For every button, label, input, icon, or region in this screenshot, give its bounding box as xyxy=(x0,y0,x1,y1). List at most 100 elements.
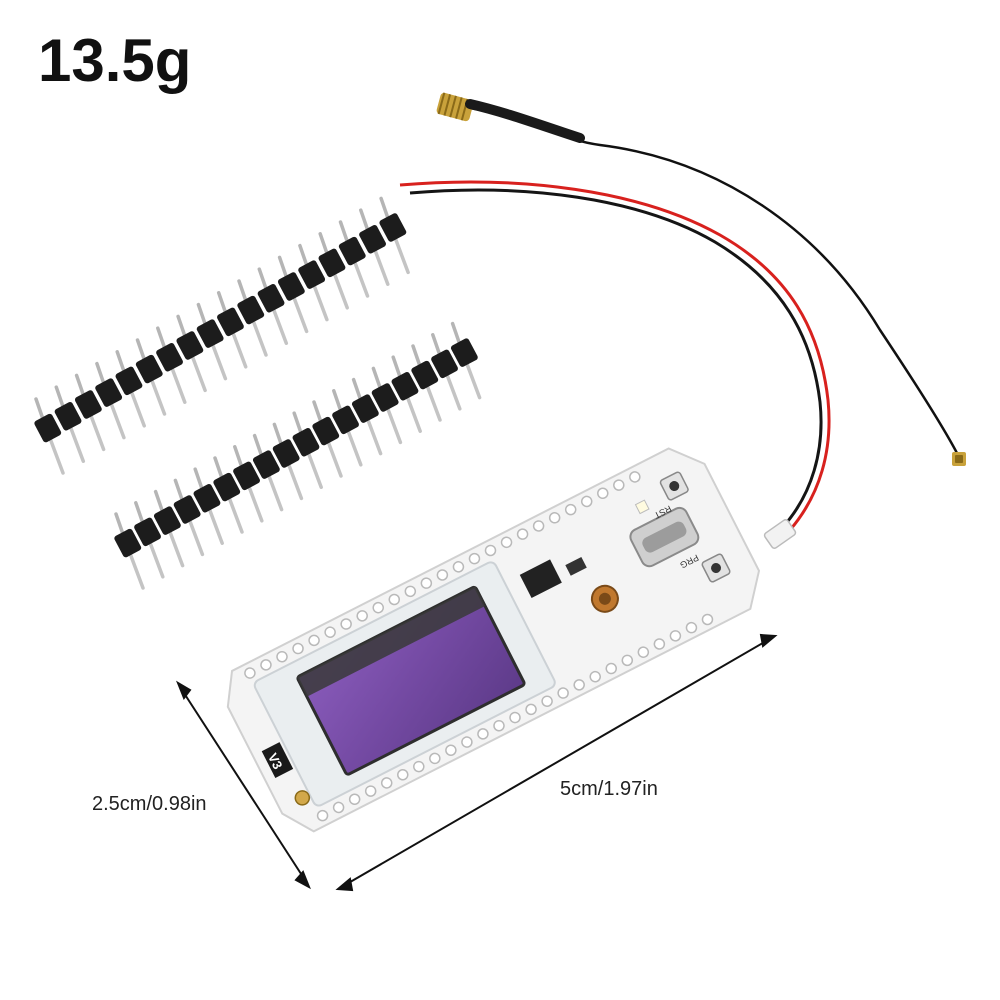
header-pin xyxy=(173,478,205,557)
header-pin xyxy=(74,373,106,452)
header-pin xyxy=(450,321,482,400)
gpio-hole xyxy=(516,528,529,540)
header-pin xyxy=(332,389,363,467)
gpio-holes-bottom xyxy=(316,613,714,822)
gpio-hole xyxy=(420,577,433,589)
header-pin xyxy=(292,411,323,489)
lora-board: V3 RST PRG xyxy=(226,447,761,833)
header-pin xyxy=(431,333,462,411)
main-chip xyxy=(519,559,562,599)
gpio-hole xyxy=(629,471,641,483)
pin-header-strip-top xyxy=(34,196,410,475)
gpio-hole xyxy=(452,561,465,573)
gpio-hole xyxy=(244,667,256,679)
status-led xyxy=(634,499,650,515)
gpio-hole xyxy=(413,760,425,773)
header-pin xyxy=(351,377,383,456)
gpio-hole xyxy=(404,585,417,598)
gpio-hole xyxy=(500,536,513,549)
version-mark: V3 xyxy=(265,751,286,772)
gpio-hole xyxy=(541,695,553,707)
gpio-holes-top xyxy=(244,471,641,679)
header-pin xyxy=(95,361,126,440)
gpio-hole xyxy=(484,544,497,557)
gpio-hole xyxy=(493,719,505,732)
header-pin xyxy=(252,433,284,512)
header-pin xyxy=(257,267,289,345)
gpio-hole xyxy=(509,711,521,724)
gpio-hole xyxy=(445,744,457,756)
gpio-hole xyxy=(332,801,345,814)
header-pin xyxy=(156,326,187,404)
weight-label: 13.5g xyxy=(38,27,192,94)
gpio-hole xyxy=(276,650,288,663)
battery-cable xyxy=(399,180,831,549)
gpio-hole xyxy=(653,638,666,650)
gpio-hole xyxy=(397,769,409,781)
header-pin xyxy=(196,302,228,381)
gpio-hole xyxy=(564,503,577,516)
gpio-hole xyxy=(364,785,377,797)
gpio-hole xyxy=(324,626,336,638)
gpio-hole xyxy=(388,593,401,606)
gpio-hole xyxy=(597,487,609,500)
header-pin xyxy=(338,220,370,298)
header-pin xyxy=(134,501,165,579)
gpio-hole xyxy=(532,520,545,532)
gpio-hole xyxy=(348,793,361,806)
gpio-hole xyxy=(701,613,714,626)
gpio-hole xyxy=(260,659,272,671)
width-dimension-label: 2.5cm/0.98in xyxy=(92,793,207,815)
gpio-hole xyxy=(580,495,593,508)
gpio-hole xyxy=(308,634,320,647)
gpio-hole xyxy=(477,728,489,740)
length-dimension-label: 5cm/1.97in xyxy=(560,778,658,800)
header-pin xyxy=(298,243,329,322)
header-pin xyxy=(277,255,309,334)
header-pin xyxy=(216,291,248,369)
gpio-hole xyxy=(340,618,352,630)
gpio-hole xyxy=(372,601,384,614)
header-pin xyxy=(272,422,304,501)
header-pin xyxy=(114,512,145,590)
header-pin xyxy=(135,338,167,416)
gpio-hole xyxy=(669,630,682,642)
header-pin xyxy=(193,467,224,545)
gpio-hole xyxy=(436,569,449,581)
gpio-hole xyxy=(468,552,481,565)
gpio-hole xyxy=(429,752,441,765)
header-pin xyxy=(233,445,264,523)
header-pin xyxy=(379,196,410,275)
header-pin xyxy=(359,208,390,286)
gpio-hole xyxy=(613,479,625,491)
header-pin xyxy=(318,232,349,310)
header-pin xyxy=(176,314,207,393)
dimension-arrow-length xyxy=(335,633,778,892)
header-pin xyxy=(115,350,146,428)
header-pin xyxy=(237,279,268,357)
gpio-hole xyxy=(573,679,585,691)
gpio-hole xyxy=(292,642,304,655)
gpio-hole xyxy=(605,662,618,675)
header-pin xyxy=(153,489,185,568)
gpio-hole xyxy=(685,621,698,634)
header-pin xyxy=(54,385,86,463)
gpio-hole xyxy=(589,670,601,683)
gpio-hole xyxy=(461,736,473,748)
gpio-hole xyxy=(380,777,393,789)
header-pin xyxy=(213,456,244,534)
header-pin xyxy=(371,366,403,445)
pin-header-strip-bottom xyxy=(114,321,482,590)
header-pin xyxy=(34,397,65,475)
gpio-hole xyxy=(621,654,634,667)
antenna-assembly xyxy=(436,92,966,466)
header-pin xyxy=(391,355,422,433)
gpio-hole xyxy=(637,646,650,658)
gpio-hole xyxy=(557,687,569,699)
gpio-hole xyxy=(525,703,537,716)
antenna-connector xyxy=(294,790,311,806)
gpio-hole xyxy=(356,610,368,622)
gpio-hole xyxy=(548,512,561,524)
gpio-hole xyxy=(316,809,329,822)
